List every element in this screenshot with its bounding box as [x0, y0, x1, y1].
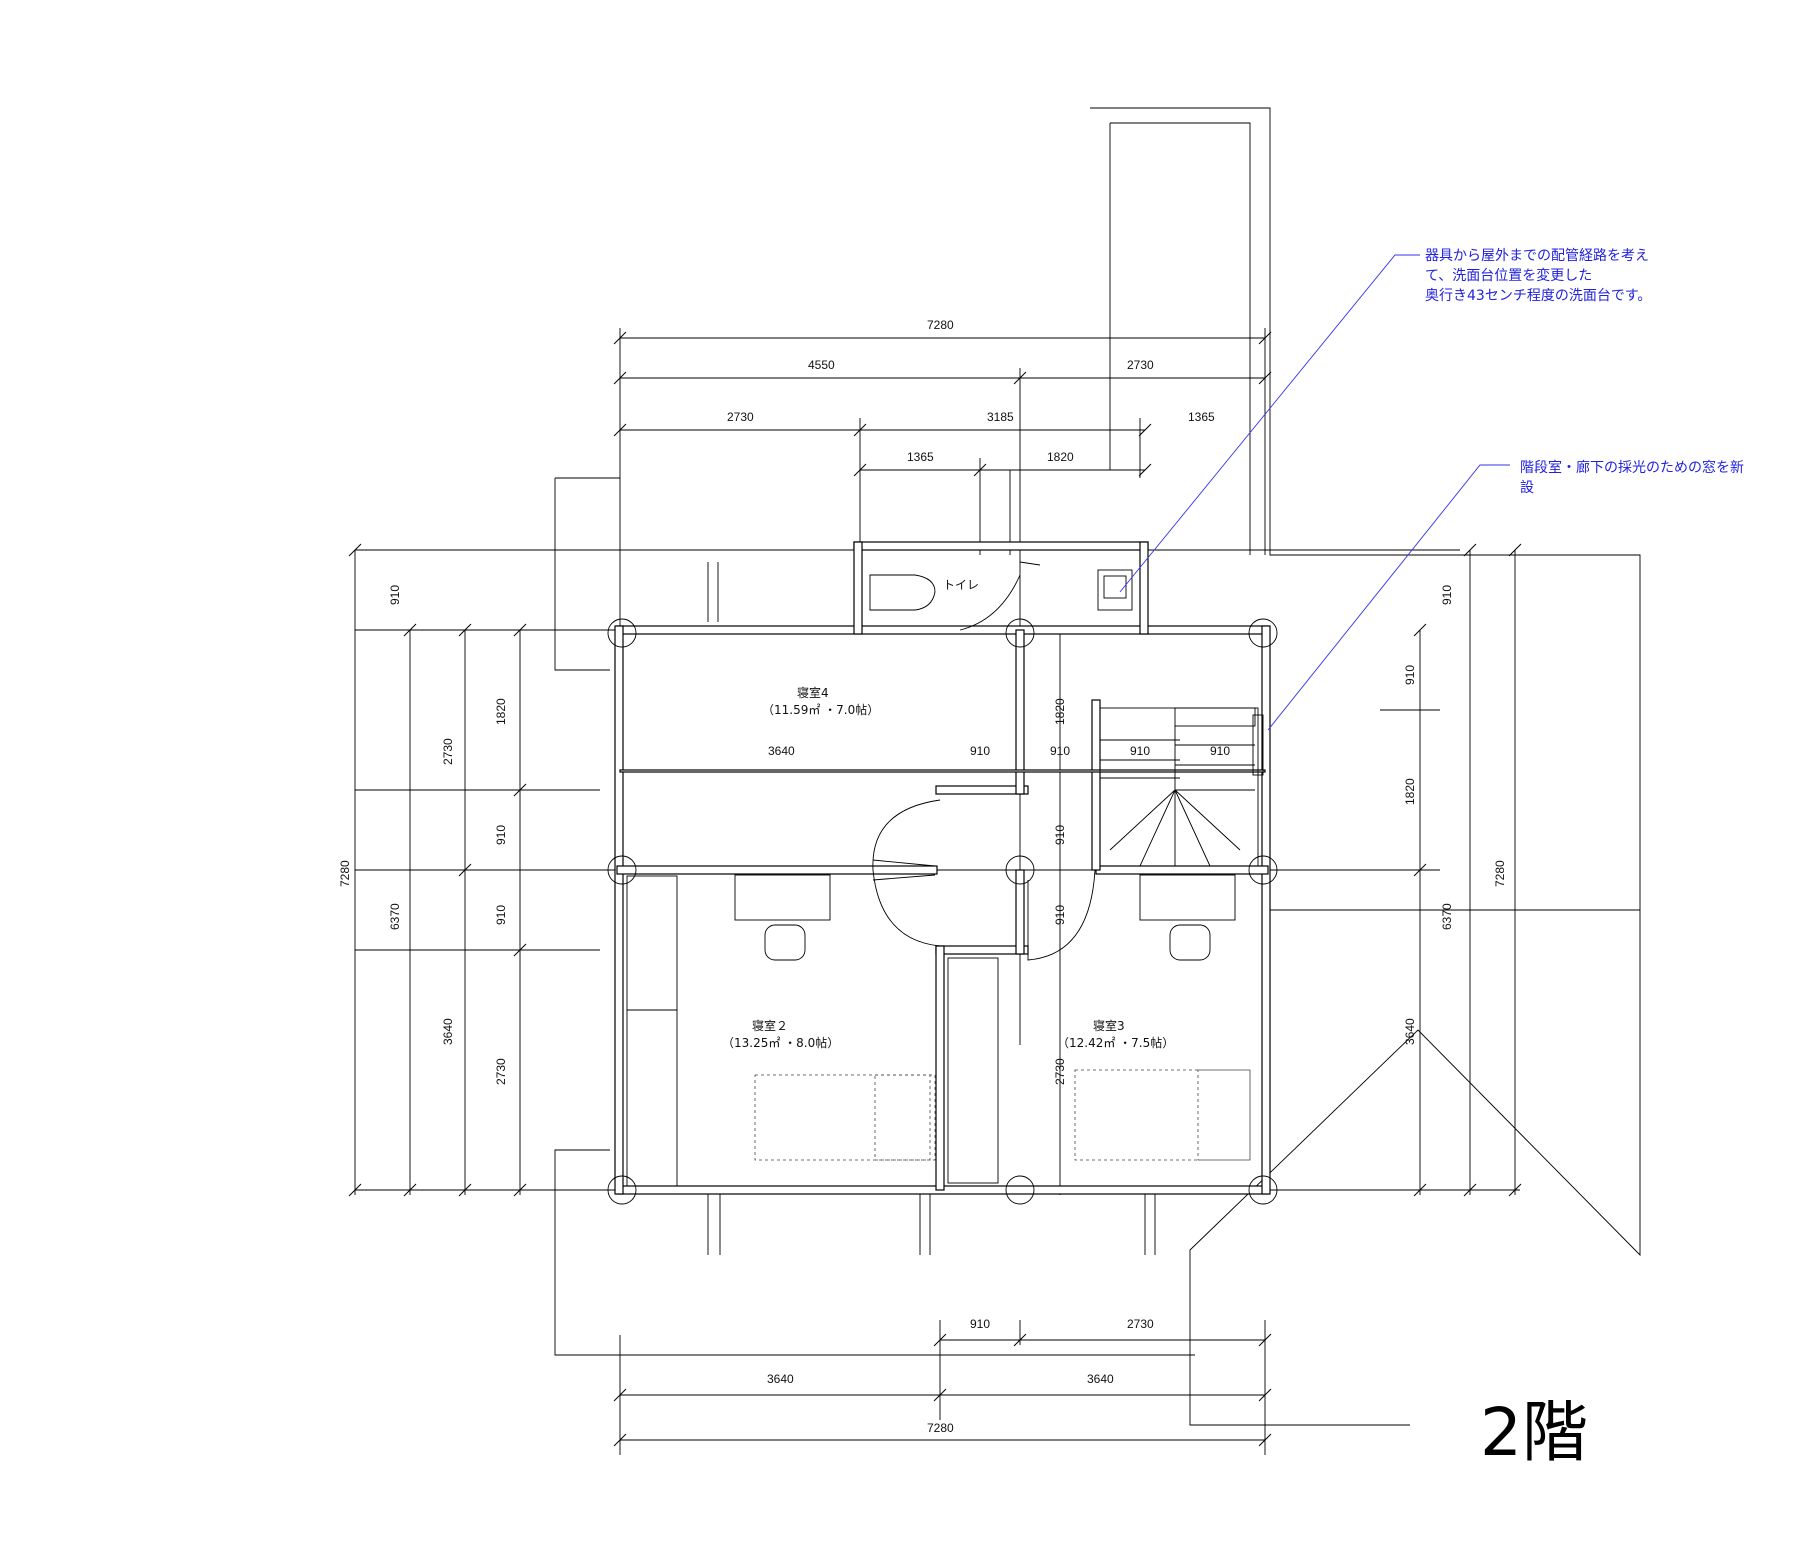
dim-inner-910a: 910	[970, 744, 990, 758]
dim-mid-910a: 910	[1053, 825, 1067, 845]
sink-note-line2: て、洗面台位置を変更した	[1425, 267, 1592, 284]
toilet-fixture	[869, 569, 1133, 611]
dim-bottom-3640b: 3640	[1087, 1372, 1114, 1386]
sink-note-line1: 器具から屋外までの配管経路を考え	[1425, 248, 1649, 264]
dim-right-1820: 1820	[1403, 778, 1417, 805]
bedroom2-name: 寝室２	[752, 1018, 788, 1033]
walls	[614, 541, 1271, 1195]
dim-left-910: 910	[388, 585, 402, 605]
dim-left-910a: 910	[494, 825, 508, 845]
dim-bottom-910: 910	[970, 1317, 990, 1331]
dim-inner-3640: 3640	[768, 744, 795, 758]
bedroom4-area: （11.59㎡ ・7.0帖）	[762, 702, 879, 717]
dim-right-3640: 3640	[1403, 1018, 1417, 1045]
bedroom3-name: 寝室3	[1093, 1018, 1125, 1033]
dim-bottom-2730: 2730	[1127, 1317, 1154, 1331]
dim-left-3640: 3640	[441, 1018, 455, 1045]
bedroom2-area: （13.25㎡ ・8.0帖）	[722, 1035, 839, 1050]
dim-right-6370: 6370	[1440, 903, 1454, 930]
columns	[607, 618, 1278, 1205]
dim-left-7280: 7280	[338, 860, 352, 887]
dim-left-6370: 6370	[388, 903, 402, 930]
dim-left-910b: 910	[494, 905, 508, 925]
window-note-line2: 設	[1520, 480, 1534, 496]
dim-top-2730a: 2730	[727, 410, 754, 424]
dim-inner-910d: 910	[1210, 744, 1230, 758]
note-leaders	[1119, 254, 1510, 731]
sink-note-line3: 奥行き43センチ程度の洗面台です。	[1425, 287, 1651, 304]
dim-top-1820: 1820	[1047, 450, 1074, 464]
window-note-line1: 階段室・廊下の採光のための窓を新	[1520, 459, 1744, 476]
windows	[707, 562, 1264, 1255]
floor-label: 2階	[1480, 1394, 1588, 1471]
dim-left-2730: 2730	[441, 738, 455, 765]
dim-left-2730b: 2730	[494, 1058, 508, 1085]
dim-mid-2730: 2730	[1053, 1058, 1067, 1085]
dim-top-4550: 4550	[808, 358, 835, 372]
dim-top-1365b: 1365	[1188, 410, 1215, 424]
dim-top-3185: 3185	[987, 410, 1014, 424]
bedroom3-area: （12.42㎡ ・7.5帖）	[1057, 1035, 1174, 1050]
dim-right-7280: 7280	[1493, 860, 1507, 887]
hall-doors	[872, 561, 1096, 961]
dim-bottom-total: 7280	[927, 1421, 954, 1435]
dim-mid-1820: 1820	[1053, 698, 1067, 725]
bedroom4-name: 寝室4	[797, 685, 829, 700]
dim-inner-910c: 910	[1130, 744, 1150, 758]
dim-right-910b: 910	[1403, 665, 1417, 685]
dim-inner-910b: 910	[1050, 744, 1070, 758]
dim-left-1820: 1820	[494, 698, 508, 725]
dim-bottom-3640a: 3640	[767, 1372, 794, 1386]
dimension-lines	[348, 328, 1522, 1455]
dim-top-1365: 1365	[907, 450, 934, 464]
staircase	[1099, 707, 1259, 867]
furniture	[626, 874, 1251, 1187]
toilet-label: トイレ	[943, 578, 979, 592]
dim-top-2730: 2730	[1127, 358, 1154, 372]
dim-right-910: 910	[1440, 585, 1454, 605]
dim-top-total: 7280	[927, 318, 954, 332]
dim-mid-910b: 910	[1053, 905, 1067, 925]
